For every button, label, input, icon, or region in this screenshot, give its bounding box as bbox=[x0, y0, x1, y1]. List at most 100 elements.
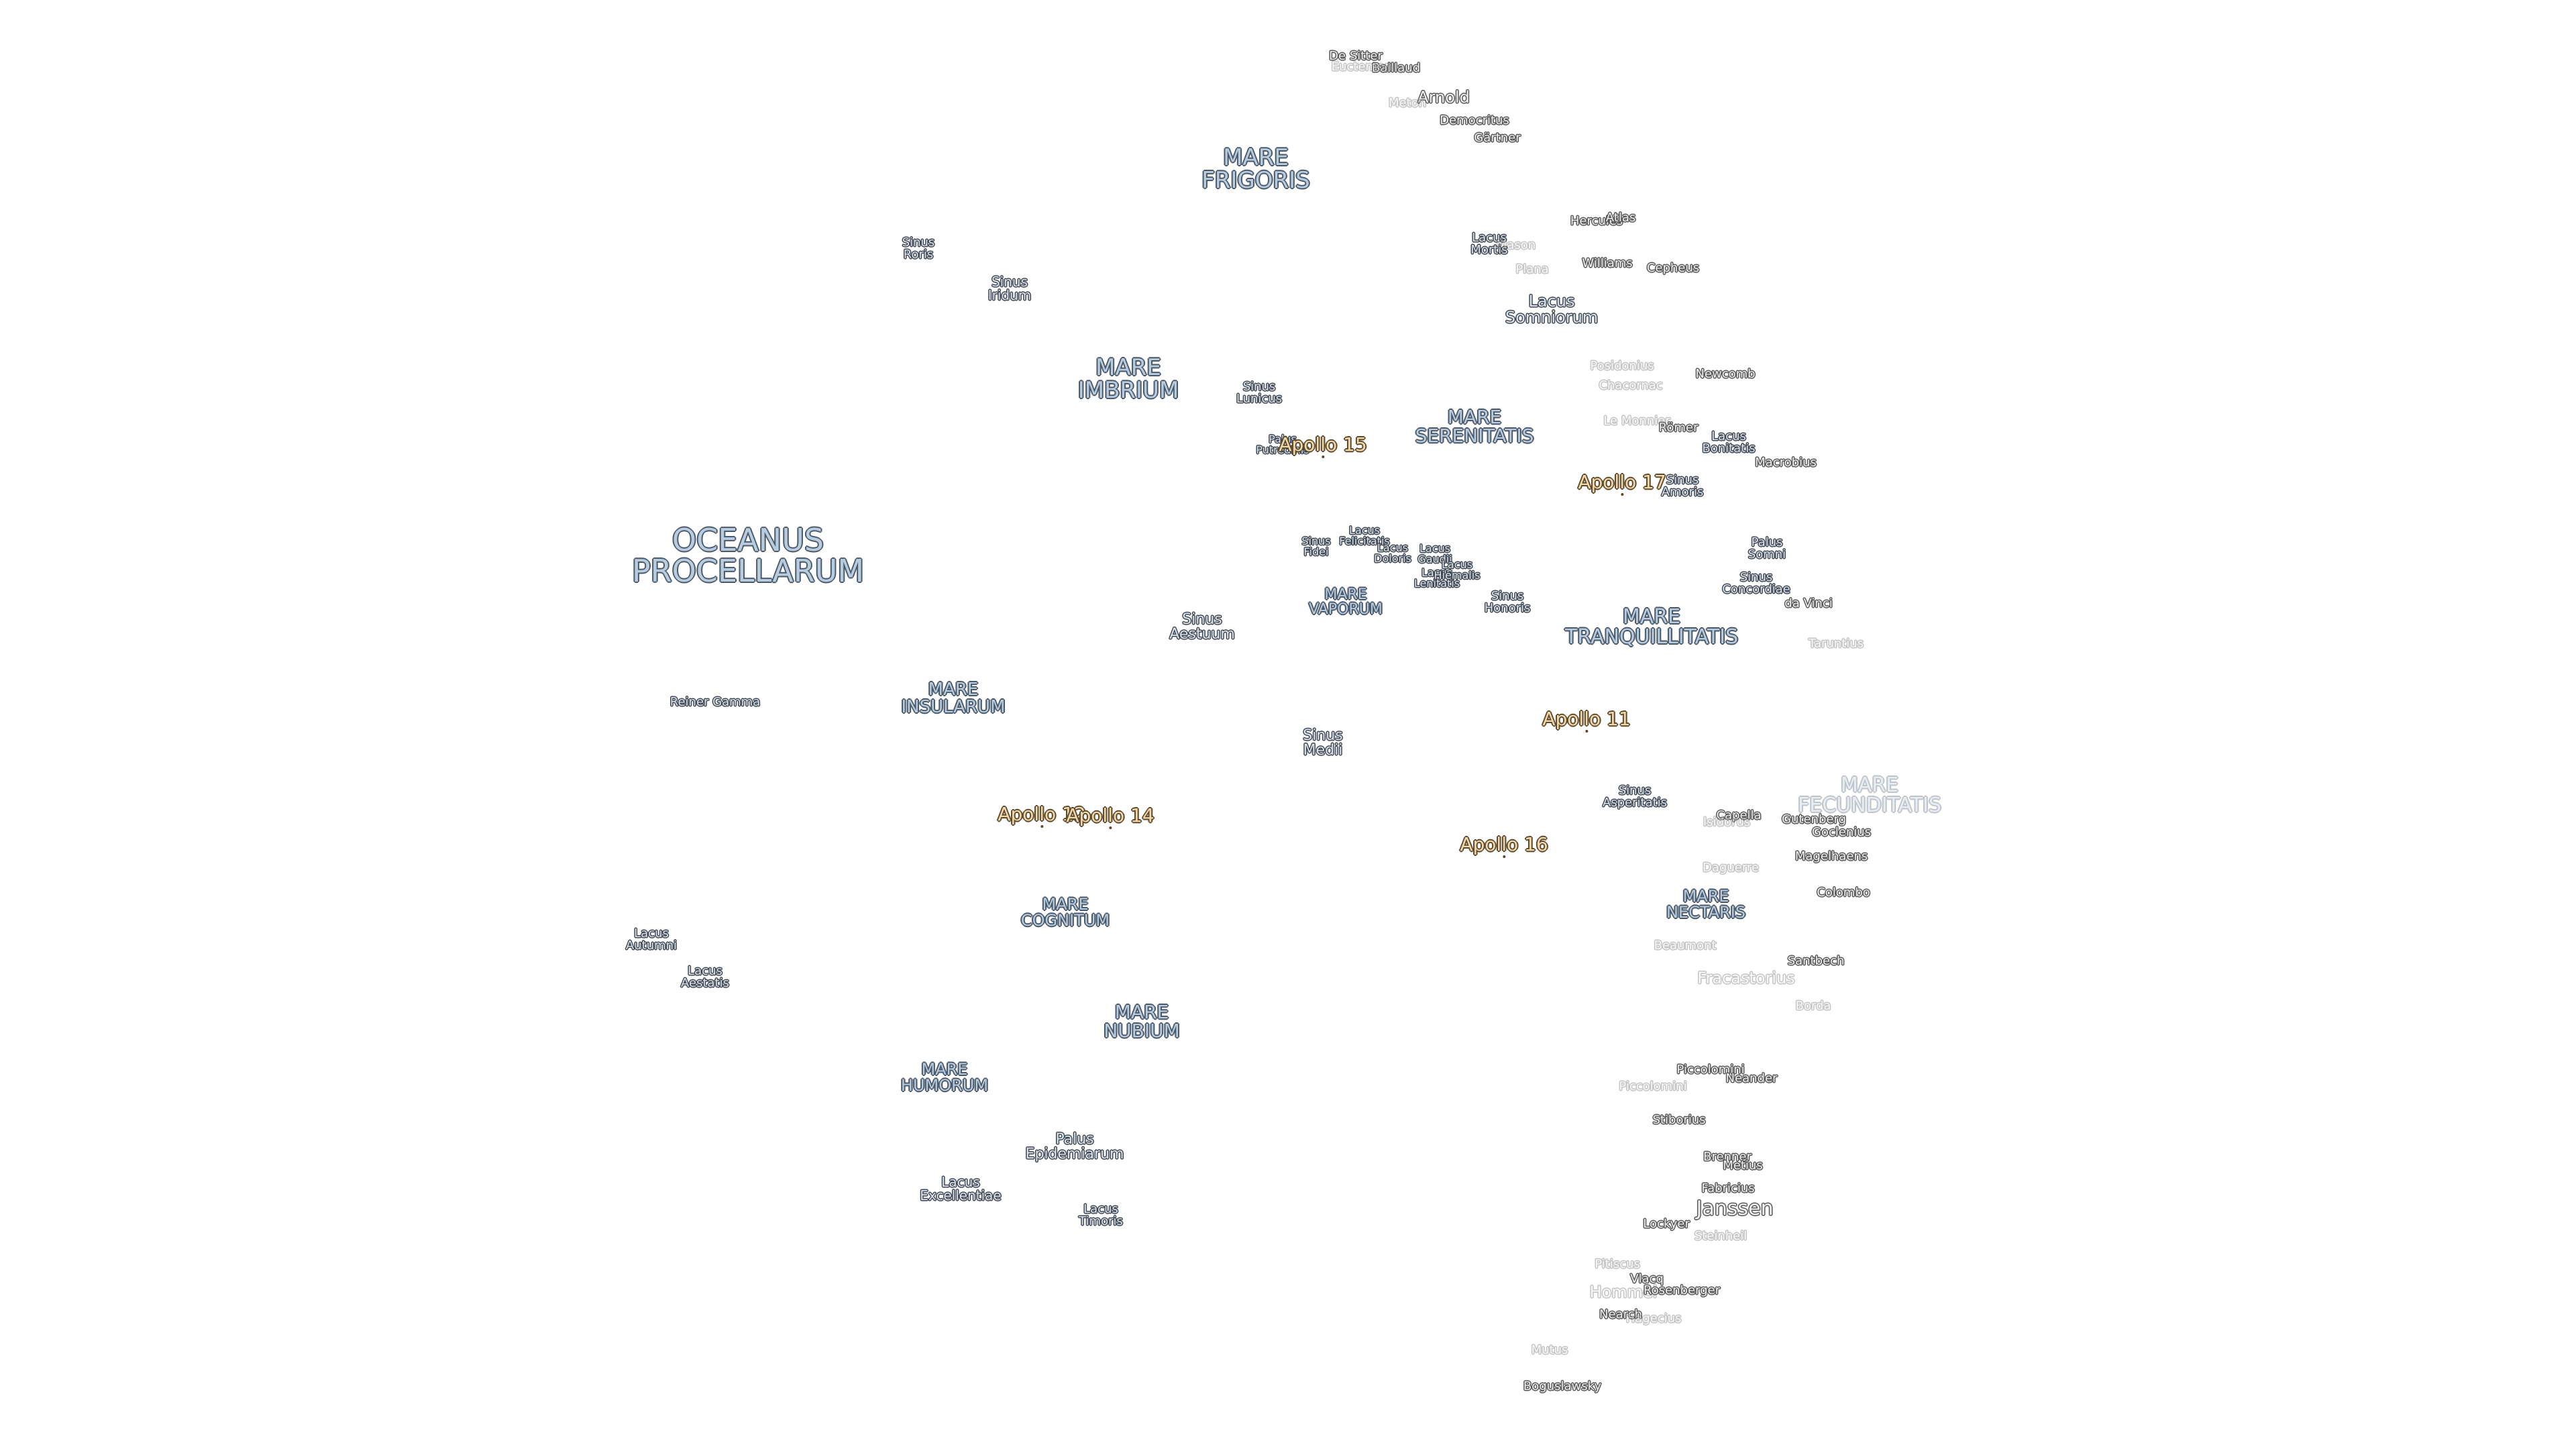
crater-label-da-vinci: da Vinci bbox=[1784, 596, 1833, 610]
crater-label-taruntius: Taruntius bbox=[1808, 637, 1864, 651]
feature-label-sinus-amoris: Sinus Amoris bbox=[1661, 473, 1704, 499]
feature-label-palus-somni: Palus Somni bbox=[1748, 535, 1786, 561]
crater-label-le-monnier: Le Monnier bbox=[1603, 414, 1670, 428]
feature-label-palus-putredinis: Palus Putredinis bbox=[1256, 433, 1309, 456]
feature-label-sinus-concordiae: Sinus Concordiae bbox=[1722, 570, 1790, 596]
crater-label-daguerre: Daguerre bbox=[1703, 861, 1759, 875]
crater-label-neander: Neander bbox=[1725, 1071, 1778, 1085]
feature-label-sinus-aestuum: Sinus Aestuum bbox=[1169, 611, 1235, 643]
crater-label-hommel: Hommel bbox=[1589, 1283, 1658, 1301]
crater-label-fracastorius: Fracastorius bbox=[1697, 969, 1795, 987]
feature-label-lacus-gaudii: Lacus Gaudii bbox=[1417, 542, 1452, 566]
crater-label-hagecius: Hagecius bbox=[1625, 1311, 1682, 1326]
crater-label-gartner: Gärtner bbox=[1474, 131, 1521, 145]
mare-label-mare-serenitatis: MARE SERENITATIS bbox=[1415, 406, 1534, 447]
feature-label-lacus-felicitatis: Lacus Felicitatis bbox=[1339, 524, 1390, 547]
crater-label-metius: Metius bbox=[1723, 1159, 1763, 1173]
crater-label-isidorus: Isidorus bbox=[1703, 815, 1751, 829]
feature-label-lacus-aestatis: Lacus Aestatis bbox=[681, 964, 729, 990]
crater-label-cepheus: Cepheus bbox=[1646, 261, 1700, 275]
apollo-15-marker[interactable]: Apollo 15 bbox=[1279, 433, 1367, 458]
feature-label-sinus-lunicus: Sinus Lunicus bbox=[1236, 380, 1283, 406]
feature-label-sinus-medii: Sinus Medii bbox=[1303, 727, 1343, 759]
apollo-15-label: Apollo 15 bbox=[1279, 433, 1367, 455]
mare-label-mare-tranquillitatis: MARE TRANQUILLITATIS bbox=[1564, 605, 1739, 649]
mare-label-mare-cognitum: MARE COGNITUM bbox=[1020, 895, 1110, 930]
crater-label-fabricius: Fabricius bbox=[1701, 1181, 1755, 1195]
feature-label-lacus-hiemalis: Lacus Hiemalis bbox=[1434, 558, 1481, 582]
crater-label-rosenberger: Rosenberger bbox=[1643, 1283, 1721, 1297]
apollo-16-label: Apollo 16 bbox=[1460, 833, 1548, 855]
crater-label-posidonius: Posidonius bbox=[1590, 359, 1654, 373]
crater-label-newcomb: Newcomb bbox=[1695, 367, 1756, 381]
crater-label-plana: Plana bbox=[1515, 262, 1549, 276]
crater-label-romer: Römer bbox=[1658, 421, 1699, 435]
feature-label-lacus-mortis: Lacus Mortis bbox=[1470, 231, 1508, 257]
feature-label-sinus-iridum: Sinus Iridum bbox=[987, 274, 1032, 303]
crater-label-rothmann: Piccolomini bbox=[1619, 1079, 1687, 1093]
crater-label-brenner: Brenner bbox=[1703, 1150, 1752, 1164]
feature-label-lacus-timoris: Lacus Timoris bbox=[1079, 1202, 1123, 1228]
crater-label-de-sitter: De Sitter bbox=[1329, 49, 1383, 63]
mare-label-mare-insularum: MARE INSULARUM bbox=[901, 680, 1006, 717]
crater-label-santbech: Santbech bbox=[1787, 954, 1845, 968]
mare-label-mare-humorum: MARE HUMORUM bbox=[900, 1060, 989, 1095]
apollo-14-marker[interactable]: Apollo 14 bbox=[1066, 804, 1155, 829]
crater-label-mutus: Mutus bbox=[1531, 1343, 1568, 1357]
crater-label-goclenius: Goclenius bbox=[1811, 825, 1872, 839]
mare-label-mare-fecunditatis: MARE FECUNDITATIS bbox=[1798, 773, 1941, 817]
crater-label-pitiscus: Pitiscus bbox=[1595, 1257, 1640, 1271]
landing-site-dot bbox=[1503, 855, 1505, 858]
landing-site-dot bbox=[1109, 826, 1112, 829]
mare-label-mare-nectaris: MARE NECTARIS bbox=[1666, 887, 1746, 922]
crater-label-janssen: Janssen bbox=[1696, 1197, 1774, 1220]
apollo-14-label: Apollo 14 bbox=[1066, 804, 1155, 826]
crater-label-capella: Capella bbox=[1716, 808, 1762, 822]
feature-label-sinus-honoris: Sinus Honoris bbox=[1484, 589, 1531, 615]
feature-label-lacus-lenitatis: Lacus Lenitatis bbox=[1413, 566, 1460, 590]
crater-label-mason: Mason bbox=[1496, 238, 1536, 252]
mare-label-mare-imbrium: MARE IMBRIUM bbox=[1077, 354, 1179, 404]
mare-label-mare-frigoris: MARE FRIGORIS bbox=[1201, 144, 1310, 194]
crater-label-colombo: Colombo bbox=[1817, 885, 1870, 900]
landing-site-dot bbox=[1040, 825, 1043, 828]
apollo-12-label: Apollo 12 bbox=[998, 803, 1086, 825]
crater-label-vlacq: Vlacq bbox=[1630, 1272, 1664, 1286]
crater-label-magelhaens: Magelhaens bbox=[1794, 849, 1868, 863]
crater-label-democritus: Democritus bbox=[1440, 113, 1509, 127]
mare-label-mare-vaporum: MARE VAPORUM bbox=[1309, 586, 1383, 618]
feature-label-palus-epidemiarum: Palus Epidemiarum bbox=[1025, 1131, 1124, 1163]
landing-site-dot bbox=[1322, 455, 1324, 458]
crater-label-borda: Borda bbox=[1795, 999, 1831, 1013]
feature-label-lacus-bonitatis: Lacus Bonitatis bbox=[1702, 429, 1756, 455]
feature-label-lacus-somniorum: Lacus Somniorum bbox=[1505, 292, 1599, 327]
landing-site-dot bbox=[1621, 493, 1623, 496]
crater-label-boguslawsky: Boguslawsky bbox=[1523, 1379, 1602, 1393]
crater-label-piccolomini: Piccolomini bbox=[1676, 1063, 1745, 1077]
feature-label-sinus-fidei: Sinus Fidei bbox=[1301, 535, 1331, 558]
apollo-12-marker[interactable]: Apollo 12 bbox=[998, 803, 1086, 828]
crater-label-arnold: Arnold bbox=[1417, 88, 1470, 107]
crater-label-gutenberg: Gutenberg bbox=[1782, 812, 1846, 826]
apollo-16-marker[interactable]: Apollo 16 bbox=[1460, 835, 1548, 858]
mare-label-oceanus-procellarum: OCEANUS PROCELLARUM bbox=[631, 522, 865, 589]
apollo-17-label: Apollo 17 bbox=[1578, 471, 1666, 493]
apollo-11-label: Apollo 11 bbox=[1542, 708, 1631, 730]
crater-label-atlas: Atlas bbox=[1605, 211, 1636, 225]
apollo-11-marker[interactable]: Apollo 11 bbox=[1542, 708, 1631, 733]
crater-label-baillaud: Baillaud bbox=[1371, 61, 1421, 75]
mare-label-mare-nubium: MARE NUBIUM bbox=[1104, 1001, 1180, 1042]
landing-site-dot bbox=[1585, 730, 1588, 733]
feature-label-lacus-excellentiae: Lacus Excellentiae bbox=[920, 1174, 1002, 1203]
feature-label-lacus-autumni: Lacus Autumni bbox=[625, 926, 678, 953]
crater-label-hercules: Hercules bbox=[1570, 214, 1623, 228]
crater-label-beaumont: Beaumont bbox=[1654, 938, 1717, 953]
crater-label-williams: Williams bbox=[1582, 256, 1633, 270]
crater-label-steinheil: Steinheil bbox=[1694, 1229, 1748, 1243]
crater-label-lockyer: Lockyer bbox=[1643, 1217, 1690, 1231]
crater-label-nearch: Nearch bbox=[1599, 1307, 1642, 1322]
apollo-17-marker[interactable]: Apollo 17 bbox=[1578, 473, 1666, 496]
crater-label-euctemon: Euctemon bbox=[1331, 60, 1393, 74]
crater-label-chacornac: Chacornac bbox=[1599, 378, 1663, 392]
